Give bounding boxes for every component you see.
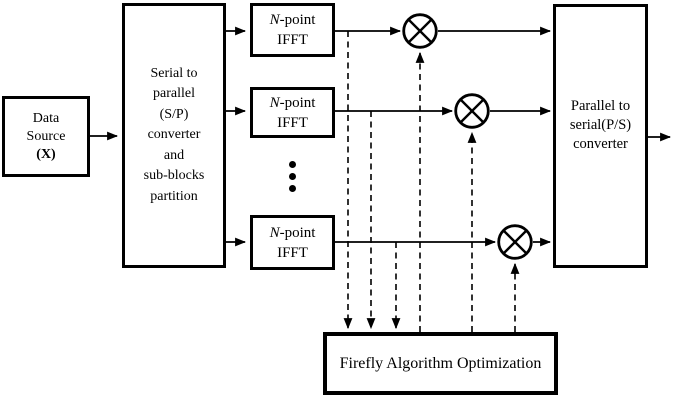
multiplier-icon-bottom — [496, 223, 534, 261]
ifft-middle-n: N — [269, 94, 280, 111]
data-source-label-line2: Source — [26, 128, 66, 144]
ifft-bottom-suffix: -point — [279, 224, 316, 241]
ps-label-line1: Parallel to — [570, 97, 631, 114]
sp-label-line7: partition — [150, 188, 198, 204]
ifft-box-bottom: N-point IFFT — [250, 215, 335, 270]
sp-label-line2: parallel — [153, 86, 195, 102]
parallel-to-serial-box: Parallel to serial(P/S) converter — [553, 4, 648, 268]
sp-label-line3: (S/P) — [159, 106, 189, 122]
data-source-label-line1: Data — [32, 110, 60, 126]
ps-label-line2: serial(P/S) — [569, 116, 632, 133]
vertical-ellipsis-icon — [289, 161, 296, 192]
ellipsis-dot — [289, 161, 296, 168]
ellipsis-dot — [289, 173, 296, 180]
ifft-bottom-label: N-point — [270, 223, 316, 243]
multiplier-icon-middle — [453, 92, 491, 130]
ifft-top-label: N-point — [270, 10, 316, 30]
ifft-top-label2: IFFT — [277, 32, 308, 48]
ps-label: Parallel to serial(P/S) converter — [570, 97, 631, 154]
ifft-bottom-label2: IFFT — [277, 244, 308, 261]
serial-to-parallel-box: Serial to parallel (S/P) converter and s… — [122, 3, 226, 268]
sp-label-line6: sub-blocks — [143, 168, 205, 184]
ifft-middle-label: N-point — [270, 93, 316, 113]
sp-label-line1: Serial to — [150, 65, 198, 81]
ps-label-line3: converter — [573, 135, 628, 152]
ellipsis-dot — [289, 185, 296, 192]
data-source-box: Data Source (X) — [2, 96, 90, 177]
ifft-middle-label2: IFFT — [277, 114, 308, 131]
firefly-optimization-box: Firefly Algorithm Optimization — [323, 332, 558, 395]
ifft-bottom-n: N — [269, 224, 280, 241]
sp-label-line4: converter — [147, 127, 201, 143]
ifft-box-top: N-point IFFT — [250, 3, 335, 57]
firefly-label: Firefly Algorithm Optimization — [339, 354, 542, 372]
sp-label-line5: and — [163, 147, 185, 163]
ifft-top-suffix: -point — [279, 12, 316, 28]
data-source-label-line3: (X) — [36, 146, 56, 162]
ifft-top-n: N — [269, 12, 280, 28]
ifft-box-middle: N-point IFFT — [250, 87, 335, 138]
multiplier-icon-top — [401, 12, 439, 50]
ifft-middle-suffix: -point — [279, 94, 316, 111]
